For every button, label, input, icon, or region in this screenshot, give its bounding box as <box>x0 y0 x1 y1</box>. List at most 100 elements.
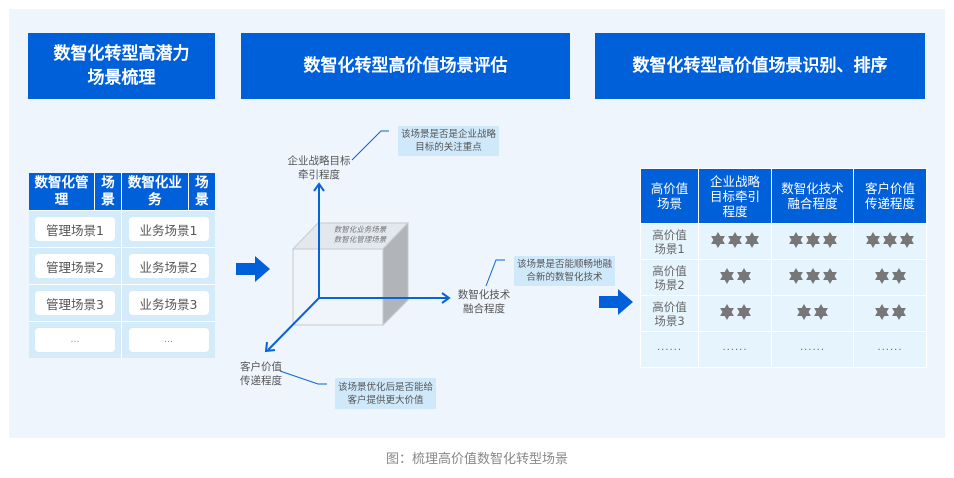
axis-y-label-line2: 牵引程度 <box>298 169 340 181</box>
scenario-cube <box>291 221 410 327</box>
column-header-business-line1: 数智化业务 <box>122 173 189 210</box>
axis-y-label: 企业战略目标 牵引程度 <box>283 154 355 182</box>
table-row: 高价值场景1 <box>640 223 927 260</box>
business-scenario-1: 业务场景1 <box>128 217 209 241</box>
rating-cell <box>853 223 927 260</box>
callout-technology-line1: 该场景是否能顺畅地融 <box>516 259 612 270</box>
star-icon <box>805 268 820 284</box>
column-header-customer-value: 客户价值传递程度 <box>853 168 927 224</box>
table-row: 管理场景1 业务场景1 <box>29 210 215 247</box>
scenario-name-line2: 场景2 <box>654 277 685 292</box>
column-header-scenario: 高价值场景 <box>640 168 699 224</box>
table-row: 高价值场景2 <box>640 259 927 296</box>
table-row-more: ······ ······ ······ ······ <box>640 331 927 368</box>
column-header-management-line2: 场景 <box>95 173 121 210</box>
callout-strategy: 该场景是否是企业战略目标的关注重点 <box>398 126 499 156</box>
management-scenario-more: … <box>35 328 115 352</box>
scenario-name-line1: 高价值 <box>652 299 687 314</box>
axis-z-label: 客户价值 传递程度 <box>236 360 286 388</box>
scenario-name-line2: 场景1 <box>654 241 685 256</box>
star-icon <box>745 232 759 248</box>
business-scenario-more: … <box>128 328 209 352</box>
ellipsis-cell: ······ <box>771 331 854 368</box>
scenario-name-line2: 场景3 <box>654 313 685 328</box>
star-icon <box>805 232 820 248</box>
callout-customer-value-line1: 该场景优化后是否能给 <box>337 381 433 393</box>
header-line: 场景 <box>656 196 682 211</box>
star-icon <box>874 304 889 320</box>
rating-cell <box>853 295 927 332</box>
star-icon <box>728 232 742 248</box>
ranking-table: 高价值场景 企业战略目标牵引程度 数智化技术融合程度 客户价值传递程度 高价值场… <box>640 168 927 368</box>
rating-cell <box>698 295 772 332</box>
scenario-name-cell: 高价值场景1 <box>640 223 699 260</box>
header-line: 企业战略 <box>709 173 760 189</box>
callout-strategy-line2: 目标的关注重点 <box>415 142 482 153</box>
star-icon <box>719 268 734 284</box>
business-scenario-3: 业务场景3 <box>128 291 209 315</box>
axis-z-arrowhead <box>264 341 276 353</box>
callout-technology-line2: 合新的数智化技术 <box>526 272 603 283</box>
cube-front-face <box>292 248 384 326</box>
star-rating <box>710 232 760 248</box>
axis-z-line <box>267 297 320 351</box>
scenario-name-cell: 高价值场景3 <box>640 295 699 332</box>
header-line: 数智化技术 <box>781 181 844 196</box>
step2-header: 数智化转型高价值场景评估 <box>241 33 570 99</box>
figure-caption: 图：梳理高价值数智化转型场景 <box>385 452 568 467</box>
star-icon <box>883 232 897 248</box>
column-header-business: 数智化业务场景 <box>122 173 215 210</box>
header-line: 高价值 <box>650 181 689 196</box>
header-line: 传递程度 <box>864 196 915 211</box>
star-icon <box>711 232 725 248</box>
management-scenario-2: 管理场景2 <box>35 254 115 278</box>
axis-x-label-line1: 数智化技术 <box>457 289 511 301</box>
callout-customer-value-line2: 客户提供更大价值 <box>347 394 424 406</box>
star-rating <box>796 304 829 320</box>
star-icon <box>891 268 906 284</box>
table-row: … … <box>29 321 215 358</box>
right-arrow-icon <box>236 256 270 282</box>
header-line: 目标牵引 <box>709 188 760 204</box>
star-icon <box>788 232 803 248</box>
cube-label-business: 数智化业务场景 <box>333 225 387 234</box>
star-icon <box>797 304 811 320</box>
step3-header: 数智化转型高价值场景识别、排序 <box>595 33 925 99</box>
scenario-name-cell: 高价值场景2 <box>640 259 699 296</box>
ellipsis-cell: ······ <box>698 331 772 368</box>
table-row: 管理场景3 业务场景3 <box>29 284 215 321</box>
management-scenario-1: 管理场景1 <box>35 217 115 241</box>
axis-z-label-line2: 传递程度 <box>240 375 282 387</box>
rating-cell <box>771 295 854 332</box>
callout-strategy-line1: 该场景是否是企业战略 <box>400 129 496 140</box>
star-icon <box>736 304 751 320</box>
star-rating <box>719 304 752 320</box>
column-header-technology: 数智化技术融合程度 <box>771 168 854 224</box>
cube-label: 数智化业务场景 数智化管理场景 <box>326 225 394 245</box>
axis-y-label-line1: 企业战略目标 <box>287 155 351 167</box>
scenario-list-header: 数智化管理场景 数智化业务场景 <box>29 173 215 210</box>
scenario-name-line1: 高价值 <box>652 227 687 242</box>
rating-cell <box>771 259 854 296</box>
rating-cell <box>853 259 927 296</box>
star-icon <box>891 304 906 320</box>
ellipsis: ······ <box>877 344 903 356</box>
rating-cell <box>698 259 772 296</box>
scenario-name-line1: 高价值 <box>652 263 687 278</box>
star-icon <box>719 304 734 320</box>
ellipsis: ······ <box>722 344 748 356</box>
star-rating <box>788 232 838 248</box>
rating-cell <box>771 223 854 260</box>
ellipsis: ······ <box>656 344 683 356</box>
ellipsis-cell: ······ <box>640 331 699 368</box>
header-line: 程度 <box>722 203 748 219</box>
star-icon <box>822 232 837 248</box>
right-arrow-icon <box>599 289 633 315</box>
header-line: 融合程度 <box>787 196 838 211</box>
star-rating <box>788 268 838 284</box>
scenario-list-table: 数智化管理场景 数智化业务场景 管理场景1 业务场景1 管理场景2 业务场景2 … <box>29 173 215 358</box>
column-header-business-line2: 场景 <box>188 173 215 210</box>
column-header-management: 数智化管理场景 <box>29 173 122 210</box>
column-header-management-line1: 数智化管理 <box>29 173 95 210</box>
table-row: 管理场景2 业务场景2 <box>29 247 215 284</box>
